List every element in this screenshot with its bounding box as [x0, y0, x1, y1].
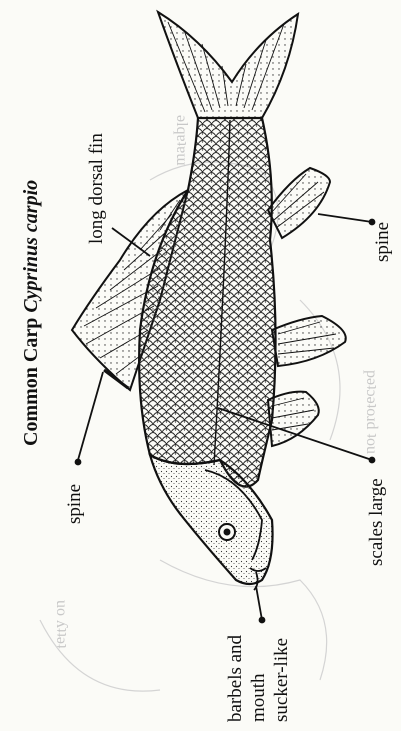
callout-spine-anal-line	[318, 214, 372, 222]
label-mouth-line3: sucker-like	[270, 635, 293, 722]
bleed-text-3: uo ʎʇʇǝʇ	[52, 600, 70, 648]
diagram-title: Common Carp Cyprinus carpio	[20, 180, 43, 446]
label-scales-large: scales large	[366, 478, 388, 566]
label-barbels-mouth: barbels and mouth sucker-like	[224, 635, 293, 722]
callout-mouth-line	[256, 586, 262, 620]
pectoral-fin	[268, 392, 319, 446]
label-spine-anal: spine	[372, 222, 394, 262]
label-spine-dorsal: spine	[64, 484, 86, 524]
fish-body	[139, 118, 275, 487]
bleed-text-1: ǝlqɐʇɐɯ	[172, 115, 190, 166]
title-common-name: Common Carp	[20, 313, 42, 446]
anal-fin	[268, 168, 330, 238]
bleed-text-2: pǝʇɔǝʇoɹd ʇou	[362, 370, 380, 454]
label-mouth-line2: mouth	[247, 635, 270, 722]
callout-spine-dorsal-line	[78, 372, 103, 460]
tail-fin	[158, 12, 298, 118]
label-mouth-line1: barbels and	[224, 635, 247, 722]
label-long-dorsal-fin: long dorsal fin	[86, 133, 108, 244]
title-scientific-name: Cyprinus carpio	[20, 180, 42, 313]
pelvic-fin	[272, 316, 346, 366]
